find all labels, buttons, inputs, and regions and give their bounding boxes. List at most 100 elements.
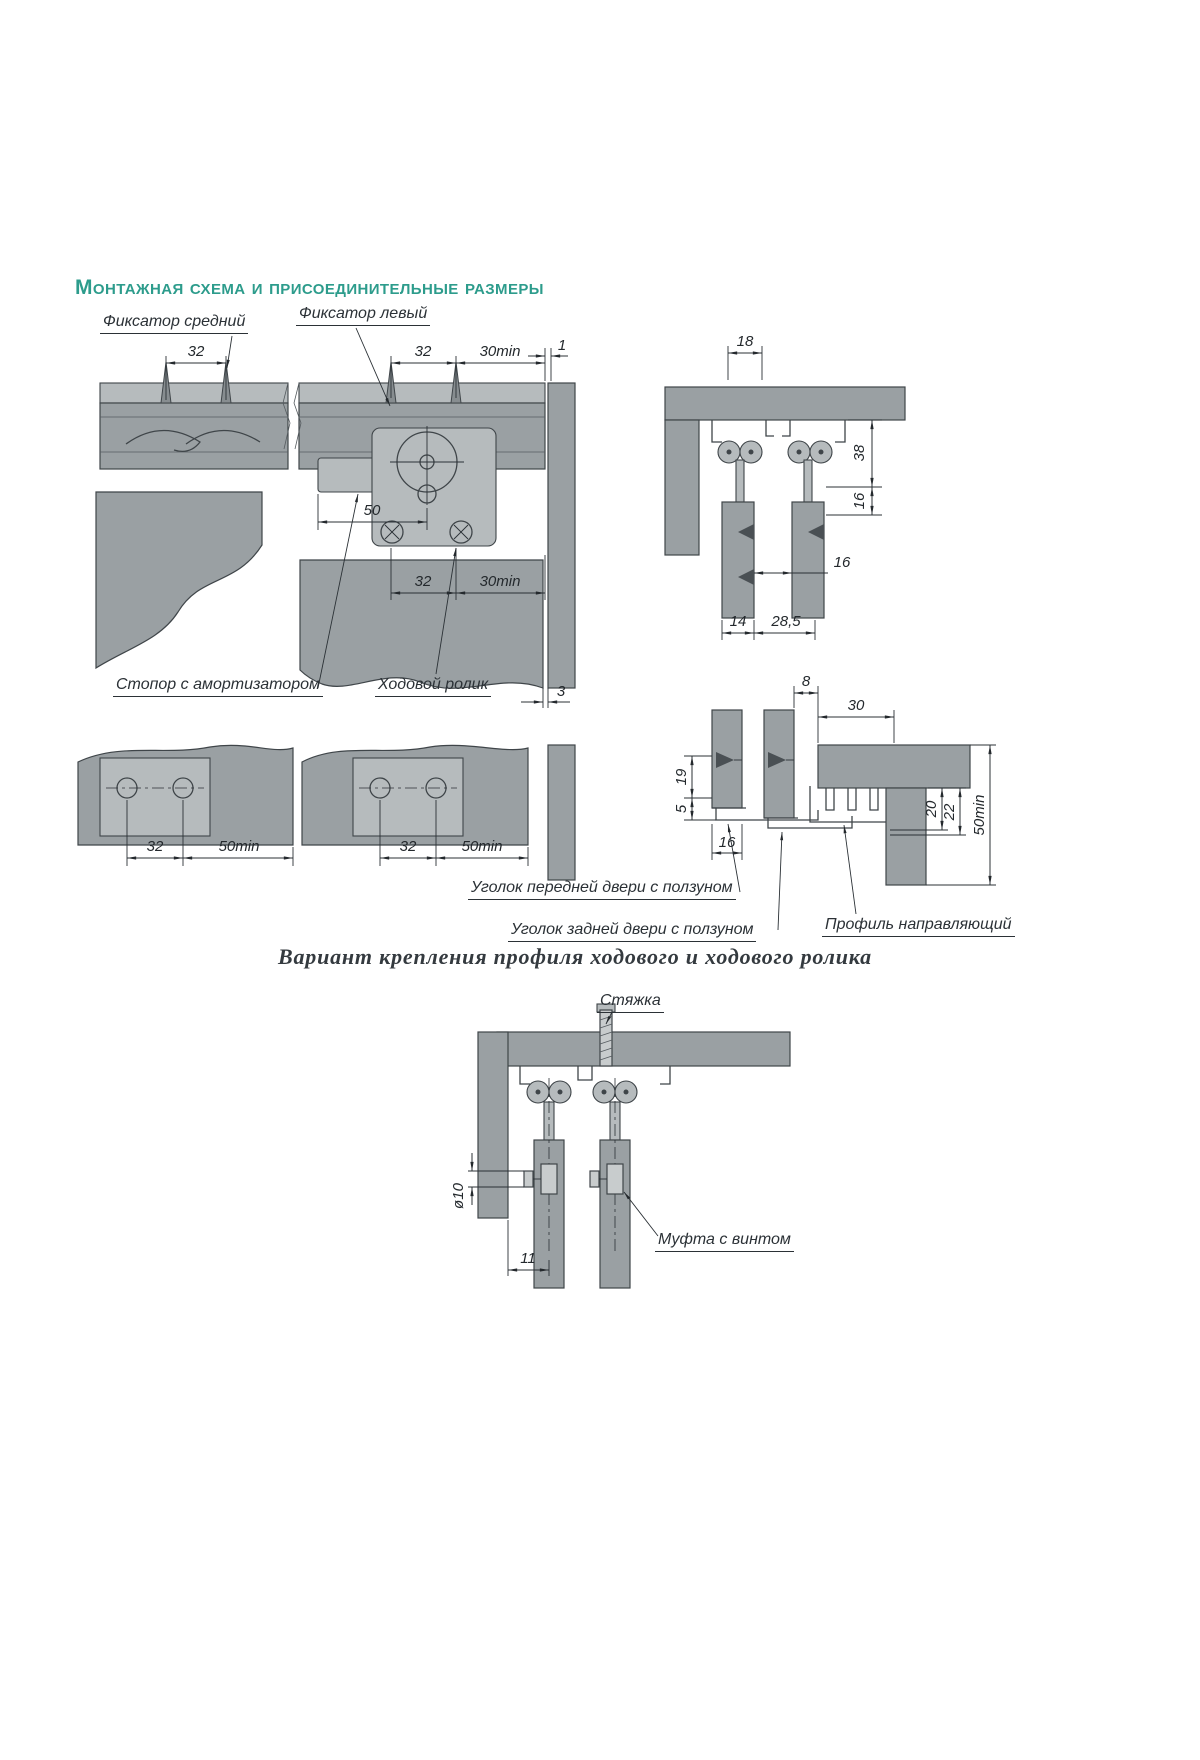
svg-text:16: 16 [851, 492, 868, 509]
countersunk-screw [738, 524, 754, 540]
page-title: Монтажная схема и присоединительные разм… [75, 276, 544, 299]
leader-guide-profile [843, 824, 857, 915]
svg-text:5: 5 [673, 804, 690, 813]
label-coupling: Муфта с винтом [655, 1231, 794, 1252]
label-front-door-corner: Уголок передней двери с ползуном [468, 879, 736, 900]
label-stopper: Стопор с амортизатором [113, 676, 323, 697]
leader-stopper [317, 493, 359, 689]
top-bar [496, 1031, 791, 1067]
leader-front-corner [727, 823, 741, 893]
mount-plate [352, 757, 464, 837]
dim-shelf-offset: 30 [818, 697, 895, 743]
leader-fixator-left [355, 327, 391, 407]
door-panel-section [791, 501, 825, 619]
dim-fixator-middle-spacing: 32 [165, 343, 227, 400]
label-tie: Стяжка [597, 992, 664, 1013]
leader-fixator-middle [226, 335, 233, 369]
svg-text:50min: 50min [219, 838, 260, 855]
svg-text:1: 1 [558, 337, 566, 354]
roller-plate [371, 427, 497, 547]
countersunk-screw [808, 524, 824, 540]
svg-text:14: 14 [730, 613, 747, 630]
dim-door-gap: 8 [793, 673, 819, 743]
screw-head [589, 1170, 600, 1188]
dim-profile-heights: 20 22 50min [890, 744, 996, 886]
side-wall [664, 419, 700, 556]
bottom-plan-drawing: 32 50min 32 50min [77, 744, 576, 881]
svg-text:22: 22 [941, 803, 958, 821]
label-fixator-middle: Фиксатор средний [100, 313, 249, 334]
svg-text:50min: 50min [462, 838, 503, 855]
plan-view-drawing: 32 32 30min 1 50 [95, 327, 576, 708]
dim-door-thickness-bottom: 16 [711, 824, 743, 860]
top-section-drawing: 18 38 16 16 [664, 333, 906, 640]
svg-text:3: 3 [557, 683, 566, 700]
mount-plate [99, 757, 211, 837]
svg-text:32: 32 [415, 343, 432, 360]
dim-roller-position: 32 30min [390, 548, 546, 600]
leader-roller [435, 547, 457, 675]
coupling-barrel [606, 1163, 624, 1195]
coupling-barrel [540, 1163, 558, 1195]
svg-text:38: 38 [851, 444, 868, 461]
dim-stopper-offset: 50 [317, 494, 428, 530]
cabinet-wall [885, 787, 927, 886]
svg-text:ø10: ø10 [450, 1182, 467, 1209]
label-guide-profile: Профиль направляющий [822, 916, 1015, 937]
countersunk-screw [768, 752, 786, 768]
track-top-strip-left [99, 382, 289, 404]
svg-text:19: 19 [673, 768, 690, 785]
label-roller: Ходовой ролик [375, 676, 492, 697]
countersunk-screw [738, 569, 754, 585]
svg-text:8: 8 [802, 673, 811, 690]
dim-door-pitch: 14 28,5 [721, 613, 816, 640]
break-line [282, 382, 291, 450]
dim-bottom-plan: 32 50min 32 50min [126, 800, 529, 866]
svg-text:32: 32 [400, 838, 417, 855]
track-top-strip-right [298, 382, 546, 404]
track-profile-left [99, 402, 289, 470]
screw-head [523, 1170, 534, 1188]
label-rear-door-corner: Уголок задней двери с ползуном [508, 921, 757, 942]
dim-face-offset: 16 [754, 554, 851, 575]
side-panel-strip [547, 382, 576, 689]
svg-text:20: 20 [923, 800, 940, 818]
label-fixator-left: Фиксатор левый [296, 305, 431, 326]
track-profile-section [711, 420, 846, 443]
hanger-bracket [735, 459, 745, 503]
dim-track-width: 18 [727, 333, 763, 380]
bottom-section-drawing: 8 30 19 5 16 [673, 673, 996, 931]
svg-text:16: 16 [834, 554, 851, 571]
side-panel-strip [547, 744, 576, 881]
svg-text:30min: 30min [480, 573, 521, 590]
dim-fixator-left: 32 30min 1 [390, 337, 568, 398]
fixator-spring [185, 429, 261, 445]
screw-hole [449, 520, 473, 544]
dim-axis-offset: 11 [507, 1220, 550, 1276]
svg-text:16: 16 [719, 834, 736, 851]
svg-text:50min: 50min [971, 795, 988, 836]
svg-text:18: 18 [737, 333, 754, 350]
hanger-bracket [803, 459, 813, 503]
svg-text:32: 32 [147, 838, 164, 855]
door-panel-section [599, 1139, 631, 1289]
svg-text:11: 11 [520, 1250, 536, 1267]
track-profile-section [519, 1066, 671, 1085]
svg-text:30: 30 [848, 697, 865, 714]
dim-hanger-height: 38 16 [826, 419, 882, 516]
countersunk-screw [716, 752, 734, 768]
svg-text:50: 50 [364, 502, 381, 519]
side-strip [477, 1031, 509, 1219]
shelf-panel [817, 744, 971, 789]
dim-hole-diameter: ø10 [450, 1153, 524, 1209]
svg-text:28,5: 28,5 [770, 613, 801, 630]
roller-axle [417, 484, 437, 504]
break-line [293, 382, 302, 450]
section-title: Вариант крепления профиля ходового и ход… [278, 944, 872, 969]
dim-corner-heights: 19 5 [673, 755, 716, 821]
leader-tie [605, 1011, 613, 1025]
tie-rod [599, 1009, 613, 1067]
dim-bottom-gap: 3 [521, 683, 570, 708]
